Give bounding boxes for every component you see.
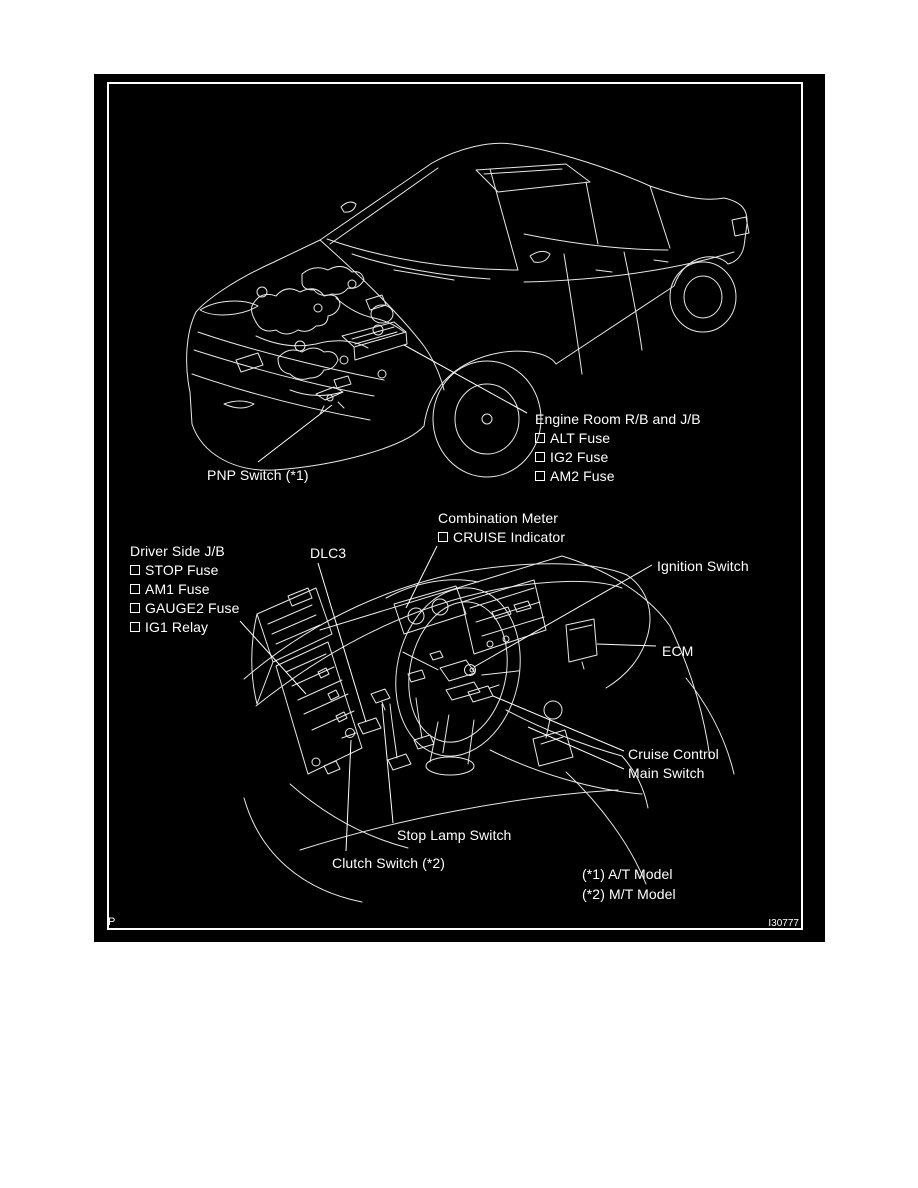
label-dlc3: DLC3 xyxy=(310,545,347,561)
label-engine-room-jb: Engine Room R/B and J/B ALT Fuse IG2 Fus… xyxy=(535,410,701,486)
pnp-switch-glyph xyxy=(315,386,345,415)
leader-engine-room xyxy=(403,344,528,414)
cruise-main-switch-glyph xyxy=(467,684,500,703)
leader-dlc3 xyxy=(317,562,367,723)
leader-cruise-control-2 xyxy=(527,726,625,770)
checkbox-square-icon xyxy=(130,622,140,632)
combination-meter-glyph xyxy=(385,579,479,635)
engine-room-relay-box xyxy=(341,321,408,361)
label-am2-fuse: AM2 Fuse xyxy=(535,467,701,486)
page-corner-mark: P xyxy=(108,916,116,928)
stop-lamp-switch-glyph xyxy=(370,688,391,711)
label-model-notes: (*1) A/T Model (*2) M/T Model xyxy=(582,864,676,904)
leader-driver-side-jb xyxy=(239,620,307,695)
car-exterior-drawing xyxy=(186,142,750,478)
label-cruise-control-line1: Cruise Control xyxy=(628,746,719,762)
dlc3-connector-glyph xyxy=(357,717,382,735)
leader-combination-meter xyxy=(405,545,438,609)
label-ecm: ECM xyxy=(662,643,694,659)
label-engine-room-jb-title: Engine Room R/B and J/B xyxy=(535,411,701,427)
label-ig1-relay: IG1 Relay xyxy=(130,618,239,637)
checkbox-square-icon xyxy=(535,433,545,443)
driver-side-jb-glyph xyxy=(275,641,363,775)
label-ig2-fuse: IG2 Fuse xyxy=(535,448,701,467)
interior-drawing xyxy=(243,555,735,903)
label-ignition-switch: Ignition Switch xyxy=(657,558,749,574)
checkbox-square-icon xyxy=(535,452,545,462)
label-stop-fuse: STOP Fuse xyxy=(130,561,239,580)
gear-shifter-glyph xyxy=(532,700,574,767)
label-note-at-model: (*1) A/T Model xyxy=(582,866,673,882)
diagram-line-art xyxy=(186,142,750,903)
checkbox-square-icon xyxy=(438,532,448,542)
checkbox-square-icon xyxy=(130,584,140,594)
ecm-glyph xyxy=(565,618,598,670)
leader-lines xyxy=(239,344,657,852)
label-note-mt-model: (*2) M/T Model xyxy=(582,886,676,902)
leader-cruise-control-1 xyxy=(492,695,625,752)
leader-pnp-switch xyxy=(257,404,333,463)
leader-ecm xyxy=(596,643,657,647)
label-pnp-switch: PNP Switch (*1) xyxy=(207,467,309,483)
label-driver-side-jb-title: Driver Side J/B xyxy=(130,543,225,559)
leader-stop-lamp-switch xyxy=(381,703,394,824)
label-cruise-indicator: CRUISE Indicator xyxy=(438,528,565,547)
label-alt-fuse: ALT Fuse xyxy=(535,429,701,448)
checkbox-square-icon xyxy=(130,603,140,613)
component-location-diagram: Engine Room R/B and J/B ALT Fuse IG2 Fus… xyxy=(94,74,825,942)
clutch-switch-glyph xyxy=(341,728,357,739)
leader-ignition-switch xyxy=(473,564,653,668)
label-combination-meter: Combination Meter CRUISE Indicator xyxy=(438,509,565,547)
label-driver-side-jb: Driver Side J/B STOP Fuse AM1 Fuse GAUGE… xyxy=(130,542,239,637)
label-clutch-switch: Clutch Switch (*2) xyxy=(332,855,446,871)
label-cruise-control-line2: Main Switch xyxy=(628,765,705,781)
checkbox-square-icon xyxy=(535,471,545,481)
checkbox-square-icon xyxy=(130,565,140,575)
label-stop-lamp-switch: Stop Lamp Switch xyxy=(397,827,512,843)
figure-code: I30777 xyxy=(768,918,799,929)
steering-wheel-glyph xyxy=(395,587,521,757)
label-combination-meter-title: Combination Meter xyxy=(438,510,558,526)
leader-clutch-switch xyxy=(345,739,352,852)
label-gauge2-fuse: GAUGE2 Fuse xyxy=(130,599,239,618)
label-cruise-control: Cruise Control Main Switch xyxy=(628,745,719,783)
ignition-switch-glyph xyxy=(464,664,476,676)
label-am1-fuse: AM1 Fuse xyxy=(130,580,239,599)
